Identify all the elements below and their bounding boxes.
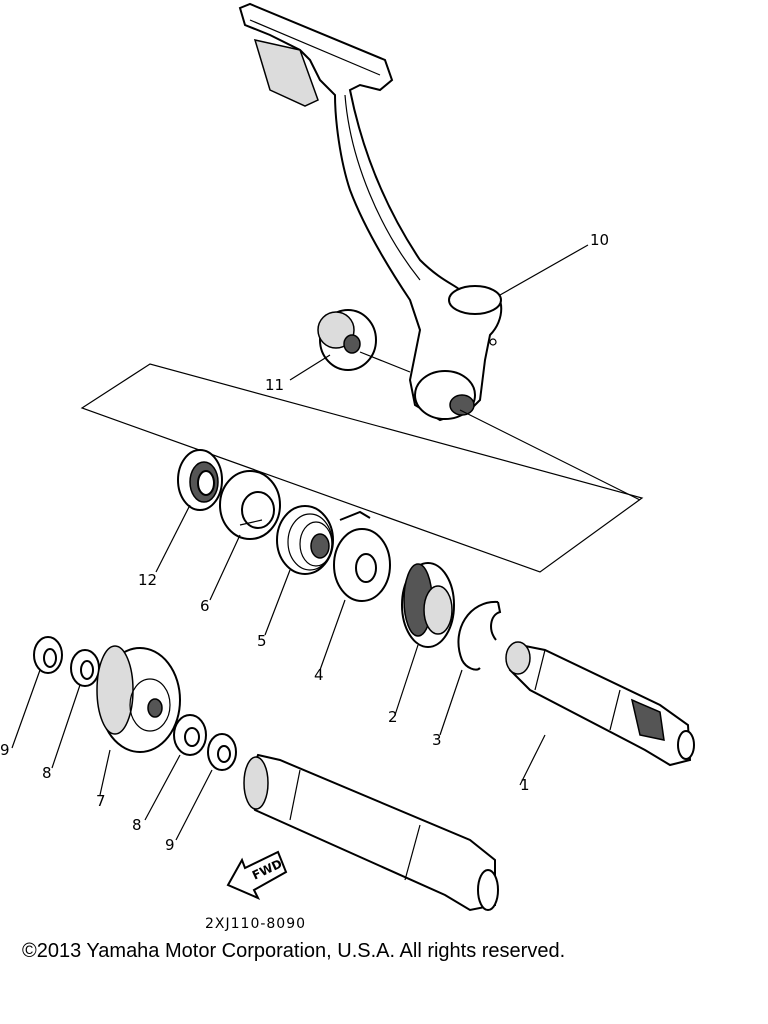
fwd-arrow: FWD [226, 850, 288, 901]
lower-shaft [243, 753, 499, 912]
callout-4: 4 [314, 666, 324, 684]
callout-5: 5 [257, 632, 267, 650]
callout-8b: 8 [132, 816, 142, 834]
callout-8: 8 [42, 764, 52, 782]
callout-6: 6 [200, 597, 210, 615]
oil-seal [177, 449, 223, 511]
callout-12: 12 [138, 571, 157, 589]
callout-7: 7 [96, 792, 106, 810]
callout-labels: 1 2 3 4 5 6 7 8 9 10 11 12 8 9 [0, 231, 609, 854]
clip [457, 600, 502, 671]
callout-1: 1 [520, 776, 530, 794]
callout-11: 11 [265, 376, 284, 394]
leader-lines [11, 244, 589, 841]
assembly-outline [80, 363, 644, 573]
kick-axle [505, 641, 695, 767]
bush [317, 309, 641, 501]
washer [333, 528, 391, 602]
kick-lever [238, 2, 503, 422]
kick-gear [401, 562, 455, 648]
callout-9b: 9 [165, 836, 175, 854]
idle-gear-group [33, 636, 237, 771]
callout-9: 9 [0, 741, 10, 759]
drawing-code: 2XJ110-8090 [205, 916, 306, 932]
callout-3: 3 [432, 731, 442, 749]
collar [219, 470, 281, 540]
callout-10: 10 [590, 231, 609, 249]
callout-2: 2 [388, 708, 398, 726]
spring [276, 505, 371, 575]
copyright-notice: ©2013 Yamaha Motor Corporation, U.S.A. A… [22, 940, 566, 962]
